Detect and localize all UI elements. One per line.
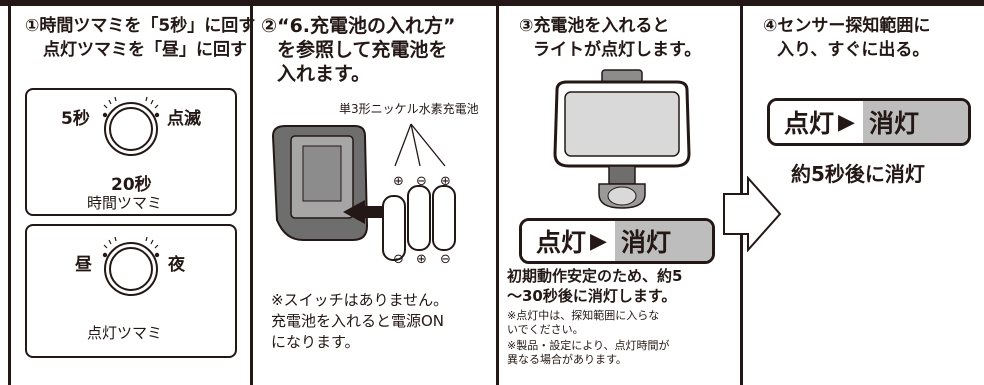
battery-minus-bottom-2: ⊖: [440, 252, 451, 267]
step4-title-line1: ④センサー探知範囲に: [763, 16, 931, 36]
step3-badge-arrow-icon: ▶: [590, 228, 607, 254]
step3-desc-line2: ～30秒後に消灯します。: [507, 287, 677, 305]
step2-title: ②“6.充電池の入れ方” を参照して充電池を 入れます。: [261, 14, 456, 86]
step4-badge-on-section: 点灯 ▶: [770, 101, 863, 143]
step4-title: ④センサー探知範囲に 入り、すぐに出る。: [763, 14, 930, 62]
battery-plus-top-2: ⊕: [440, 174, 451, 189]
battery-plus-top-1: ⊕: [393, 174, 404, 189]
step3-badge-off-section: 消灯: [614, 221, 712, 261]
step1-panel: ①時間ツマミを「5秒」に回す 点灯ツマミを「昼」に回す 5秒 点滅 20秒 時間…: [11, 6, 255, 385]
light-knob-box: 昼 夜 点灯ツマミ: [25, 224, 237, 358]
step4-panel: ④センサー探知範囲に 入り、すぐに出る。 点灯 ▶ 消灯 約5秒後に消灯: [743, 6, 984, 385]
light-knob-left-label: 昼: [75, 255, 92, 275]
battery-plus-bottom: ⊕: [416, 252, 427, 267]
battery-label: 単3形ニッケル水素充電池: [339, 102, 479, 116]
step1-title: ①時間ツマミを「5秒」に回す 点灯ツマミを「昼」に回す: [25, 14, 255, 62]
step3-title-line2: ライトが点灯します。: [533, 40, 702, 60]
divider-1: [250, 6, 253, 385]
time-knob-right-label: 点滅: [167, 109, 201, 129]
step3-badge-off: 消灯: [620, 228, 671, 257]
step3-description: 初期動作安定のため、約5 ～30秒後に消灯します。: [507, 266, 682, 306]
step1-title-line2: 点灯ツマミを「昼」に回す: [43, 40, 247, 60]
time-knob-name: 時間ツマミ: [87, 194, 163, 212]
battery-insertion-illustration: [271, 123, 456, 261]
sensor-light-illustration: [553, 69, 691, 209]
step2-note-line1: ※スイッチはありません。: [271, 291, 449, 309]
step2-note: ※スイッチはありません。 充電池を入れると電源ON になります。: [271, 290, 448, 353]
divider-left: [8, 6, 11, 385]
step2-title-line3: 入れます。: [277, 63, 371, 85]
step4-title-line2: 入り、すぐに出る。: [777, 40, 930, 60]
battery-minus-bottom-1: ⊖: [393, 252, 404, 267]
step4-result: 約5秒後に消灯: [791, 162, 925, 186]
step2-title-line1: ②“6.充電池の入れ方”: [261, 15, 456, 37]
step3-small2-line1: ※製品・設定により、点灯時間が: [507, 339, 670, 352]
step3-panel: ③充電池を入れると ライトが点灯します。 点灯 ▶ 消灯 初期動作安定のため、約…: [499, 6, 740, 385]
step3-small1-line2: いでください。: [507, 323, 584, 336]
time-knob-bottom-value: 20秒: [111, 175, 152, 195]
step3-small2-line2: 異なる場合があります。: [507, 353, 627, 366]
step3-status-badge: 点灯 ▶ 消灯: [519, 218, 715, 264]
step4-badge-arrow-icon: ▶: [838, 109, 855, 135]
light-knob-right-label: 夜: [168, 255, 185, 275]
step4-badge-off: 消灯: [868, 109, 919, 138]
step3-caution-1: ※点灯中は、探知範囲に入らな いでください。: [507, 309, 659, 337]
step4-badge-on: 点灯: [784, 109, 835, 138]
step3-caution-2: ※製品・設定により、点灯時間が 異なる場合があります。: [507, 339, 670, 367]
light-knob-name: 点灯ツマミ: [87, 324, 163, 342]
time-knob-dial-icon: [102, 96, 160, 156]
battery-minus-top: ⊖: [416, 174, 427, 189]
step3-title-line1: ③充電池を入れると: [519, 16, 670, 36]
step2-title-line2: を参照して充電池を: [277, 39, 448, 61]
step2-panel: ②“6.充電池の入れ方” を参照して充電池を 入れます。 単3形ニッケル水素充電…: [253, 6, 496, 385]
step3-title: ③充電池を入れると ライトが点灯します。: [519, 14, 701, 62]
step2-note-line3: になります。: [271, 333, 360, 351]
top-border: [0, 0, 984, 6]
time-knob-left-label: 5秒: [61, 109, 90, 129]
step3-badge-on-section: 点灯 ▶: [522, 221, 615, 261]
divider-2: [496, 6, 499, 385]
step3-badge-on: 点灯: [536, 228, 587, 257]
step1-title-line1: ①時間ツマミを「5秒」に回す: [25, 16, 256, 36]
step2-note-line2: 充電池を入れると電源ON: [271, 312, 445, 330]
step3-small1-line1: ※点灯中は、探知範囲に入らな: [507, 309, 660, 322]
light-knob-dial-icon: [102, 236, 160, 296]
time-knob-box: 5秒 点滅 20秒 時間ツマミ: [25, 88, 237, 216]
step4-status-badge: 点灯 ▶ 消灯: [767, 98, 971, 146]
step4-badge-off-section: 消灯: [862, 101, 968, 143]
next-step-arrow-icon: [723, 176, 782, 252]
step3-desc-line1: 初期動作安定のため、約5: [507, 267, 683, 285]
